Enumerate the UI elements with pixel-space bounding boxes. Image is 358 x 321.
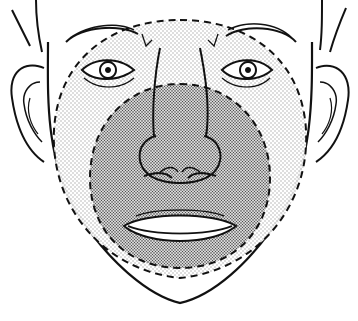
right-ear [316, 66, 349, 162]
left-ear [11, 66, 44, 162]
